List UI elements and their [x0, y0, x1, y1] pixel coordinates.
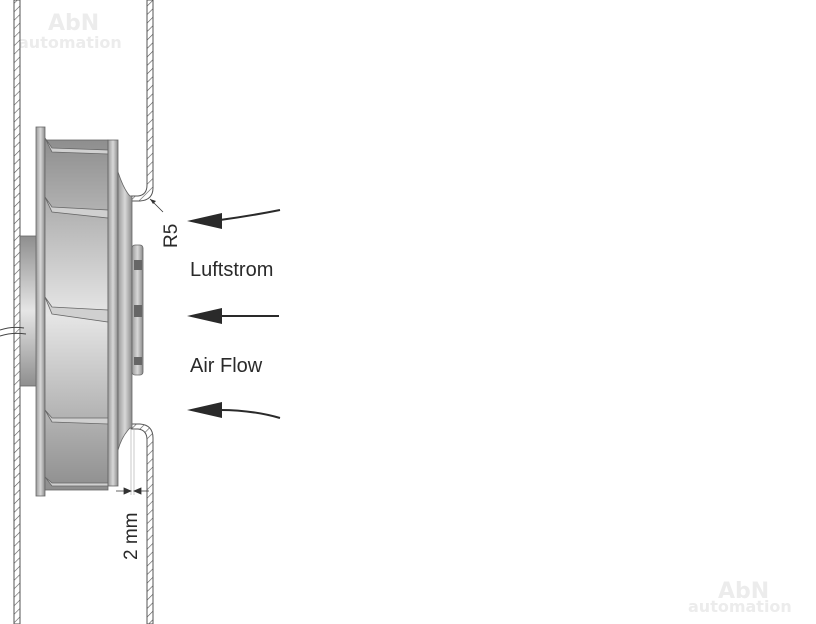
watermark-bottom: AbN automation [688, 579, 792, 616]
airflow-label-english: Air Flow [190, 355, 263, 377]
airflow-arrow-bottom [187, 402, 281, 419]
gap-arrow-left [116, 487, 133, 495]
gap-arrow-right [132, 487, 149, 495]
watermark-top: AbN automation [18, 11, 122, 52]
cable [0, 326, 27, 337]
radius-label: R5 [161, 224, 182, 248]
right-wall-top [130, 0, 154, 202]
right-wall-bottom [130, 423, 154, 624]
airflow-arrow-middle [187, 308, 279, 324]
watermark-text: AbN [718, 579, 769, 604]
radius-arrowhead [150, 199, 156, 204]
hub-detail [134, 357, 142, 365]
hub-detail [134, 305, 142, 317]
impeller-backplate [35, 126, 46, 497]
watermark-text: automation [18, 33, 122, 52]
motor [19, 235, 38, 387]
hub-detail [134, 260, 142, 270]
inlet-shroud [117, 171, 133, 451]
gap-label: 2 mm [121, 513, 142, 561]
impeller-front-ring [107, 139, 119, 487]
airflow-arrow-top [187, 209, 281, 229]
airflow-label-german: Luftstrom [190, 259, 273, 281]
watermark-text: automation [688, 597, 792, 616]
watermark-text: AbN [48, 11, 99, 36]
left-wall [13, 0, 21, 624]
